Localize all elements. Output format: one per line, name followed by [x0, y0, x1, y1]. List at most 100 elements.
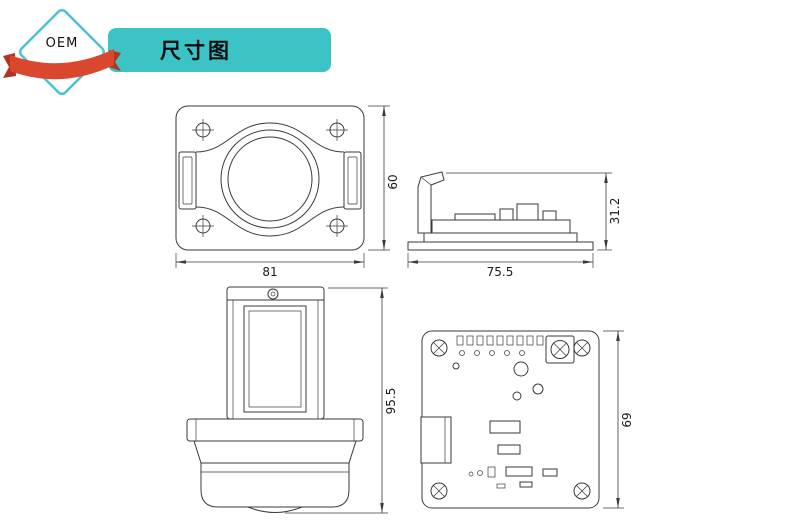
rotary-switch	[545, 335, 575, 364]
screw-hole	[192, 119, 214, 141]
lens-barrel	[243, 305, 307, 413]
component	[487, 466, 496, 478]
hood-transition	[193, 440, 357, 464]
front-body-outline	[175, 105, 365, 251]
oem-badge: OEM	[0, 0, 124, 104]
board-hole	[513, 361, 529, 377]
component	[489, 420, 521, 434]
pad	[456, 335, 464, 346]
ribbon-band	[10, 49, 114, 80]
pad	[506, 335, 514, 346]
badge-diamond	[18, 8, 106, 96]
pad	[466, 335, 474, 346]
switch-body	[545, 335, 575, 364]
board-hole	[532, 383, 544, 395]
pcb-screw	[430, 339, 448, 357]
camera-body	[226, 286, 325, 420]
top-screw	[267, 288, 279, 300]
side-view: 31.2 75.5	[407, 171, 622, 279]
component-dot	[477, 470, 483, 476]
pad	[516, 335, 524, 346]
via	[459, 350, 465, 356]
front-view: 60 81	[175, 105, 400, 279]
via-row	[459, 350, 525, 356]
dim-label-side-height: 31.2	[608, 198, 622, 225]
dim-width-front: 81	[175, 253, 365, 279]
component	[497, 444, 521, 455]
dim-label-camera-height: 95.5	[384, 388, 398, 415]
lens-circle	[227, 136, 313, 222]
component	[496, 483, 506, 489]
board-hole	[452, 362, 460, 370]
top-contour	[195, 122, 345, 153]
left-clip-inner	[182, 156, 193, 205]
lens-ring	[220, 129, 320, 229]
lens-barrel-inner	[248, 310, 302, 408]
switch-cross	[553, 343, 567, 356]
screw-circle	[430, 482, 448, 500]
pcb-body	[431, 219, 571, 234]
oem-badge-art	[3, 8, 121, 96]
screw-hole	[326, 119, 348, 141]
component	[542, 468, 558, 477]
via	[474, 350, 480, 356]
screw-circle	[573, 482, 591, 500]
pad	[496, 335, 504, 346]
title-banner: 尺寸图	[108, 28, 331, 72]
flange	[186, 418, 364, 442]
camera-side-view: 95.5	[186, 286, 398, 514]
dim-label-front-width: 81	[262, 265, 277, 279]
dim-height-camera: 95.5	[285, 287, 398, 514]
component	[454, 213, 496, 221]
base-plate	[407, 241, 594, 251]
dim-height-front: 60	[368, 105, 400, 251]
bracket-edge	[420, 176, 432, 186]
oem-badge-label: OEM	[45, 36, 79, 51]
banner-title: 尺寸图	[160, 39, 232, 63]
dim-height-pcb: 69	[603, 330, 634, 509]
screw-cross	[433, 485, 445, 497]
dim-label-front-height: 60	[386, 174, 400, 189]
pcb-back-view: 69	[420, 330, 634, 509]
right-clip-inner	[347, 156, 358, 205]
mid-layer	[423, 232, 578, 243]
pcb-screw	[430, 482, 448, 500]
component	[542, 210, 557, 221]
screw-circle	[430, 339, 448, 357]
via	[519, 350, 525, 356]
switch-dial	[550, 340, 570, 359]
bottom-contour	[195, 206, 345, 237]
dim-width-side: 75.5	[407, 253, 594, 279]
left-clip	[178, 151, 197, 210]
component	[505, 466, 533, 477]
component	[516, 203, 539, 221]
pad	[486, 335, 494, 346]
component	[519, 481, 533, 488]
lens-bump	[247, 506, 303, 513]
top-screw-center	[270, 291, 276, 297]
via	[504, 350, 510, 356]
dim-label-pcb-height: 69	[620, 412, 634, 427]
component-dot	[468, 471, 474, 477]
component	[499, 208, 514, 221]
dim-label-side-width: 75.5	[487, 265, 514, 279]
screw-hole	[192, 215, 214, 237]
screw-cross	[576, 342, 588, 354]
pcb-screw	[573, 339, 591, 357]
via	[489, 350, 495, 356]
pin-header-pads	[456, 335, 544, 346]
pcb-screw	[573, 482, 591, 500]
pad	[536, 335, 544, 346]
pad	[526, 335, 534, 346]
board-hole	[512, 391, 522, 401]
bracket-profile	[417, 171, 445, 234]
screw-cross	[433, 342, 445, 354]
screw-cross	[576, 485, 588, 497]
dim-height-side: 31.2	[446, 172, 622, 251]
side-connector	[420, 416, 452, 464]
pad	[476, 335, 484, 346]
hood	[200, 462, 350, 508]
screw-hole	[326, 215, 348, 237]
